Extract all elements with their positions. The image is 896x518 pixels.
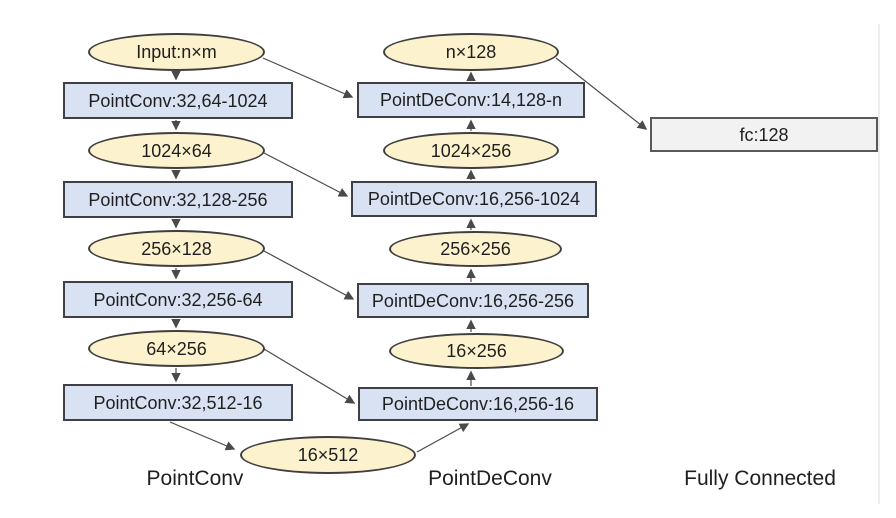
node-output-nx128: n×128 xyxy=(383,33,559,71)
node-pointconv-1: PointConv:32,64-1024 xyxy=(63,82,293,119)
figure-right-edge xyxy=(878,24,880,504)
edge-conv4-bottleneck xyxy=(169,421,236,451)
node-pointconv-4: PointConv:32,512-16 xyxy=(63,384,293,421)
node-input: Input:n×m xyxy=(88,33,265,71)
node-pointdeconv-1: PointDeConv:14,128-n xyxy=(357,82,585,118)
node-feat-1024x256: 1024×256 xyxy=(383,132,559,169)
edge-skip-feat3-deconv4 xyxy=(263,348,356,404)
node-pointdeconv-3: PointDeConv:16,256-256 xyxy=(357,283,589,318)
node-feat-256x256: 256×256 xyxy=(389,231,562,267)
caption-pointconv: PointConv xyxy=(146,467,244,490)
node-pointconv-2: PointConv:32,128-256 xyxy=(63,181,293,218)
node-feat-1024x64: 1024×64 xyxy=(88,132,265,169)
node-feat-256x128: 256×128 xyxy=(88,230,265,267)
node-bottleneck-16x512: 16×512 xyxy=(240,436,416,474)
edge-skip-input-deconv1 xyxy=(262,57,354,99)
edge-bottleneck-deconv4 xyxy=(416,423,470,453)
node-pointconv-3: PointConv:32,256-64 xyxy=(63,281,293,318)
node-pointdeconv-2: PointDeConv:16,256-1024 xyxy=(351,181,597,217)
node-feat-64x256: 64×256 xyxy=(88,330,265,367)
caption-pointdeconv: PointDeConv xyxy=(428,467,552,490)
node-fc-128: fc:128 xyxy=(650,117,878,152)
edge-output-fc xyxy=(555,57,648,130)
edge-skip-feat1-deconv2 xyxy=(263,152,349,197)
caption-fully-connected: Fully Connected xyxy=(684,467,836,490)
node-pointdeconv-4: PointDeConv:16,256-16 xyxy=(358,387,598,421)
node-feat-16x256: 16×256 xyxy=(389,333,564,369)
edge-skip-feat2-deconv3 xyxy=(263,250,355,300)
